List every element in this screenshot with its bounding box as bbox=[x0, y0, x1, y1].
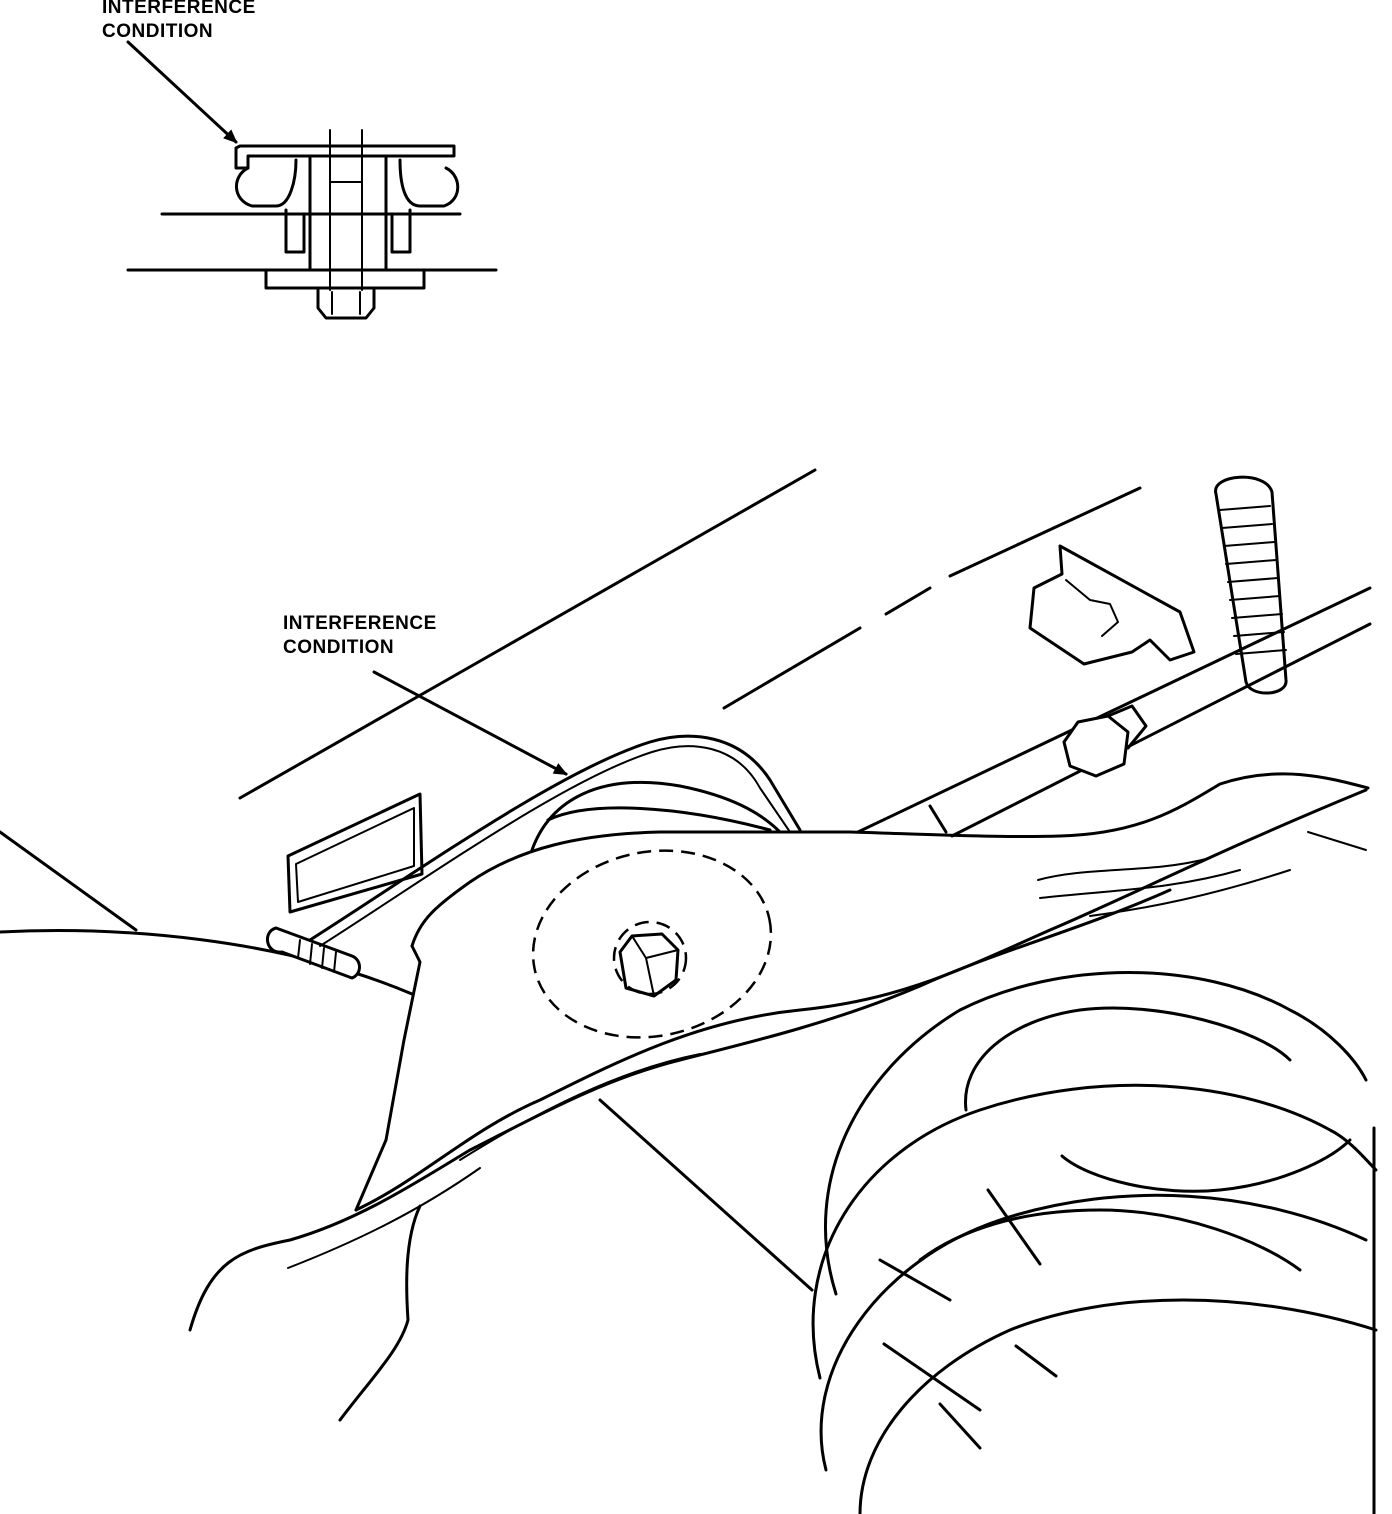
frame-rail-bottom bbox=[950, 622, 1372, 838]
bushing-housing-outer bbox=[308, 734, 802, 942]
inset-left-bushing bbox=[235, 158, 298, 208]
inset-upper-plate bbox=[234, 144, 456, 170]
frame-edge-upper bbox=[238, 468, 817, 800]
frame-rail-end bbox=[928, 804, 948, 834]
control-arm-front-edge bbox=[354, 944, 422, 1212]
callout-label-main-line2: CONDITION bbox=[283, 637, 395, 658]
inset-left-retainer bbox=[284, 208, 306, 254]
undercarriage-contour bbox=[287, 1053, 701, 1269]
lower-panel-edge bbox=[338, 1204, 422, 1422]
inset-leader-arrow bbox=[126, 40, 238, 144]
undercarriage-edge bbox=[188, 888, 1172, 1332]
body-panel-edge bbox=[0, 830, 138, 932]
inset-washer bbox=[264, 268, 426, 290]
slotted-bracket bbox=[1028, 544, 1196, 666]
bushing-sleeve bbox=[530, 781, 782, 852]
frame-centerline bbox=[722, 486, 1142, 710]
coil-end-left bbox=[266, 926, 361, 980]
inset-sleeve-walls bbox=[308, 156, 388, 272]
callout-label-inset-line2: CONDITION bbox=[102, 21, 214, 42]
callout-label-main-line1: INTERFERENCE bbox=[283, 613, 437, 634]
bushing-housing-inner bbox=[319, 745, 791, 947]
frame-rail-top bbox=[856, 586, 1372, 834]
rectangular-pad bbox=[286, 792, 424, 914]
pivot-bolt-head bbox=[618, 932, 680, 998]
suspension-assembly-view bbox=[0, 468, 1378, 1514]
control-arm-lower-edge bbox=[354, 788, 1368, 1212]
main-leader-arrow bbox=[372, 670, 568, 776]
callout-label-inset: INTERFERENCE CONDITION bbox=[102, 0, 256, 44]
coil-spring bbox=[811, 831, 1378, 1514]
threaded-stud bbox=[1214, 475, 1288, 695]
rail-nut-side bbox=[1106, 704, 1148, 750]
bushing-sleeve-rim bbox=[546, 806, 772, 832]
lower-strut bbox=[598, 1098, 814, 1292]
bracket-slot bbox=[1065, 579, 1119, 637]
coil-end-threads bbox=[297, 939, 337, 973]
pivot-bushing-hidden bbox=[531, 849, 773, 1039]
inset-right-retainer bbox=[390, 208, 412, 254]
inset-right-bushing bbox=[398, 158, 460, 208]
control-arm-contour bbox=[1037, 857, 1291, 917]
bushing-cross-section-inset bbox=[126, 40, 498, 320]
control-arm-upper-edge bbox=[410, 772, 1370, 948]
pivot-bolt-facets bbox=[631, 935, 679, 997]
rail-nut bbox=[1062, 714, 1130, 778]
rectangular-pad-inner bbox=[295, 807, 415, 903]
callout-label-main: INTERFERENCE CONDITION bbox=[283, 612, 437, 660]
callout-label-inset-line1: INTERFERENCE bbox=[102, 0, 256, 18]
inset-nut bbox=[316, 286, 376, 320]
